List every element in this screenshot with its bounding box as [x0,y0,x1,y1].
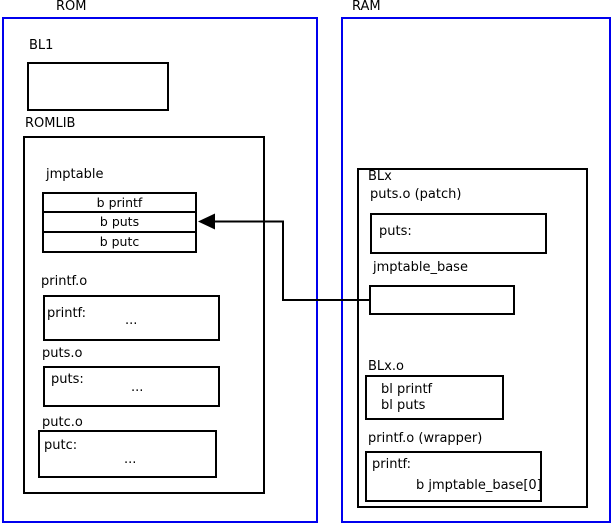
puts-o-label: puts.o [42,346,83,361]
romlib-label: ROMLIB [25,116,76,131]
ram-region-label: RAM [352,0,381,14]
blx-o-instr-bl-puts: bl puts [381,398,426,413]
puts-symbol: puts: [51,372,84,387]
blx-o-label: BLx.o [368,359,404,374]
printf-o-wrapper-box: printf: b jmptable_base[0] [365,451,542,502]
jmptable-entry-printf: b printf [42,192,197,213]
puts-body-ellipsis: ... [131,380,144,395]
printf-o-box: printf: ... [43,295,220,341]
puts-o-patch-label: puts.o (patch) [370,187,462,202]
putc-symbol: putc: [44,438,78,453]
jmptable-base-label: jmptable_base [373,260,468,275]
printf-symbol: printf: [47,306,87,321]
putc-o-label: putc.o [42,415,83,430]
blx-o-instr-bl-printf: bl printf [381,382,433,397]
printf-o-wrapper-label: printf.o (wrapper) [368,431,483,446]
puts-o-box: puts: ... [43,366,220,407]
bl1-label: BL1 [29,38,54,53]
puts-o-patch-box: puts: [370,213,547,254]
jmptable-entry-putc: b putc [42,231,197,253]
putc-body-ellipsis: ... [124,452,137,467]
blx-label: BLx [368,169,392,184]
rom-region-label: ROM [56,0,87,14]
printf-wrapper-symbol: printf: [372,457,412,472]
puts-patch-symbol: puts: [379,224,412,239]
jmptable-entry-puts: b puts [42,211,197,233]
printf-wrapper-branch-instruction: b jmptable_base[0] [416,478,542,493]
printf-body-ellipsis: ... [125,313,138,328]
blx-o-box: bl printf bl puts [365,375,504,420]
jmptable-base-box [369,285,515,315]
bl1-box [27,62,169,111]
putc-o-box: putc: ... [38,430,217,478]
printf-o-label: printf.o [41,274,88,289]
jmptable-label: jmptable [46,167,104,182]
